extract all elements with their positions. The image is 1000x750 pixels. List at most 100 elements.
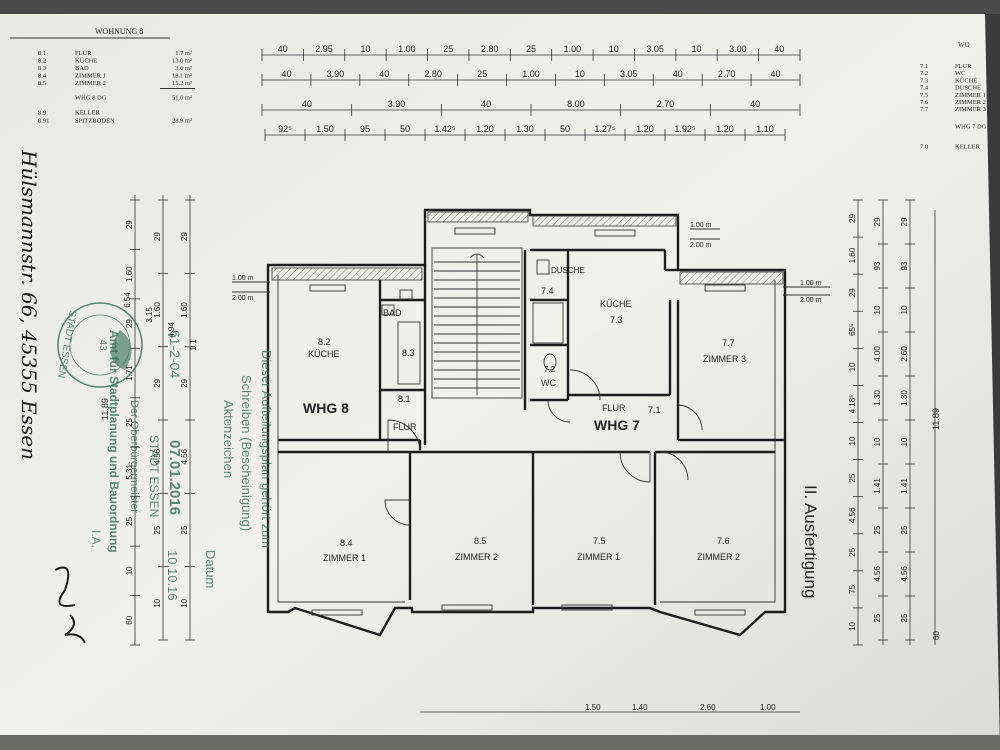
apartment-8-label: WHG 8 <box>303 400 349 416</box>
room-name-zimmer2-7: ZIMMER 2 <box>697 552 740 562</box>
dim-label: 10 <box>125 566 134 575</box>
dim-label: 10 <box>360 44 370 54</box>
level-mark: 1.00 m <box>690 222 712 229</box>
dim-label: 2.60 <box>900 346 909 362</box>
room-name-hall-8: FLUR <box>393 422 417 432</box>
table-title: WO <box>958 41 970 49</box>
level-mark: 1.00 m <box>232 275 254 282</box>
dim-label: 10 <box>900 305 909 314</box>
dim-label: 40 <box>281 69 291 79</box>
stamp-line: Datum <box>203 550 218 588</box>
dim-label: 1.20 <box>636 124 654 134</box>
dim-label: 29 <box>125 220 134 229</box>
dim-label: 1.60 <box>153 302 162 318</box>
room-name-wc-7: WC <box>541 378 556 388</box>
staircase <box>431 247 523 399</box>
dim-label: 25 <box>125 516 134 525</box>
room-name-bath-8: BAD <box>383 308 402 318</box>
stamp-line: STADT ESSEN <box>147 435 161 517</box>
dim-label: 95 <box>360 124 370 134</box>
toilet-fixture <box>543 353 557 371</box>
table-title: WOHNUNG 8 <box>95 27 143 36</box>
room-name-zimmer1-7: ZIMMER 1 <box>577 552 620 562</box>
dim-label: 29 <box>125 319 134 328</box>
bottom-dim: 60 <box>932 631 941 640</box>
room-number-7-4: 7.4 <box>541 286 554 296</box>
dim-label: 1.42⁵ <box>434 124 456 134</box>
dim-label: 4.56 <box>153 448 162 464</box>
dim-label: 25 <box>900 613 909 622</box>
dim-label: 10 <box>873 305 882 314</box>
dim-label: 8.00 <box>567 99 585 109</box>
table-row-number: 7.5 <box>920 92 928 99</box>
level-mark: 2.00 m <box>690 242 712 249</box>
dim-label: 2.95 <box>315 44 333 54</box>
dim-label: 3.90 <box>388 99 406 109</box>
table-row-name: KELLER <box>75 110 101 117</box>
dim-label: 40 <box>750 99 760 109</box>
stamp-line: Dieser Aufteilungsplan gehört zum <box>259 350 274 548</box>
dim-label: 1.00 <box>564 44 582 54</box>
dim-label: 5.31 <box>125 464 134 480</box>
table-row-name: ZIMMER 2 <box>75 80 106 87</box>
dim-label: 6.54 <box>123 292 132 308</box>
room-name-hall-7: FLUR <box>602 403 626 413</box>
dim-label: 75 <box>848 584 857 593</box>
dim-label: 29 <box>900 217 909 226</box>
dim-label: 40 <box>278 44 288 54</box>
dim-label: 2.60 <box>700 703 716 712</box>
table-total-name: WHG 8 DG <box>75 95 107 102</box>
dim-label: 4.56 <box>900 566 909 582</box>
dim-label: 10 <box>900 437 909 446</box>
dim-label: 29 <box>873 217 882 226</box>
stamp-date-2: 10.10.16 <box>165 550 180 601</box>
table-row-name: SPITZBODEN <box>75 118 115 125</box>
room-number-7-2: 7.2 <box>544 365 556 374</box>
dim-label: 10 <box>180 598 189 607</box>
room-name-zimmer1-8: ZIMMER 1 <box>323 553 366 563</box>
right-dimension-chains: 291.602965⁵104.18⁵10254.562575102993104.… <box>848 199 941 646</box>
bottom-dimension-chain: 1.50 1.40 2.60 1.00 <box>420 703 800 713</box>
table-row-number: 7.3 <box>920 77 928 84</box>
dim-label: 40 <box>302 99 312 109</box>
dim-label: 25 <box>443 44 453 54</box>
signature <box>54 566 86 644</box>
table-row-name: WC <box>955 70 965 77</box>
table-row-name: ZIMMER 1 <box>955 92 986 99</box>
table-row-number: 8.4 <box>38 73 47 80</box>
dim-label: 25 <box>153 525 162 534</box>
dim-label: 4.56 <box>848 507 857 523</box>
dim-label: 4.18⁵ <box>848 395 857 414</box>
dim-label: 10 <box>575 69 585 79</box>
dim-label: 1.00 <box>522 69 540 79</box>
room-number-7-6: 7.6 <box>717 536 730 546</box>
dim-label: 3.90 <box>327 69 345 79</box>
table-row-number: 7.6 <box>920 99 929 106</box>
handwritten-address: Hülsmannstr. 66, 45355 Essen <box>17 149 41 460</box>
table-row-name: ZIMMER 3 <box>955 106 986 113</box>
table-row-name: BAD <box>75 65 89 72</box>
dim-label: 29 <box>848 288 857 297</box>
dim-label: 1.00 <box>760 703 776 712</box>
room-name-kitchen-7: KÜCHE <box>600 299 632 309</box>
table-row-name: FLUR <box>955 63 972 70</box>
room-name-shower-7: DUSCHE <box>551 266 585 275</box>
table-row-number: 8.5 <box>38 80 46 87</box>
dim-label: 25 <box>900 525 909 534</box>
floor-plan: 1.00 m 2.00 m 1.00 m 2.00 m 1.00 m 2.00 … <box>232 208 830 637</box>
dim-label: 1.30 <box>516 124 534 134</box>
dim-label: 1.92⁵ <box>674 124 696 134</box>
dim-label: 3.15 <box>145 307 154 323</box>
dim-label: 25 <box>125 418 134 427</box>
seal-number: 43 <box>97 339 108 351</box>
dim-label: 40 <box>771 69 781 79</box>
dim-label: 40 <box>673 69 683 79</box>
dim-label: 40 <box>774 44 784 54</box>
stamp-line: I.A. <box>89 530 103 548</box>
stamp-line: Der Oberbürgermeister <box>128 400 140 513</box>
dim-label: 4.00 <box>873 346 882 362</box>
room-name-zimmer2-8: ZIMMER 2 <box>455 552 498 562</box>
table-row-area: 15.2 m² <box>172 80 192 87</box>
